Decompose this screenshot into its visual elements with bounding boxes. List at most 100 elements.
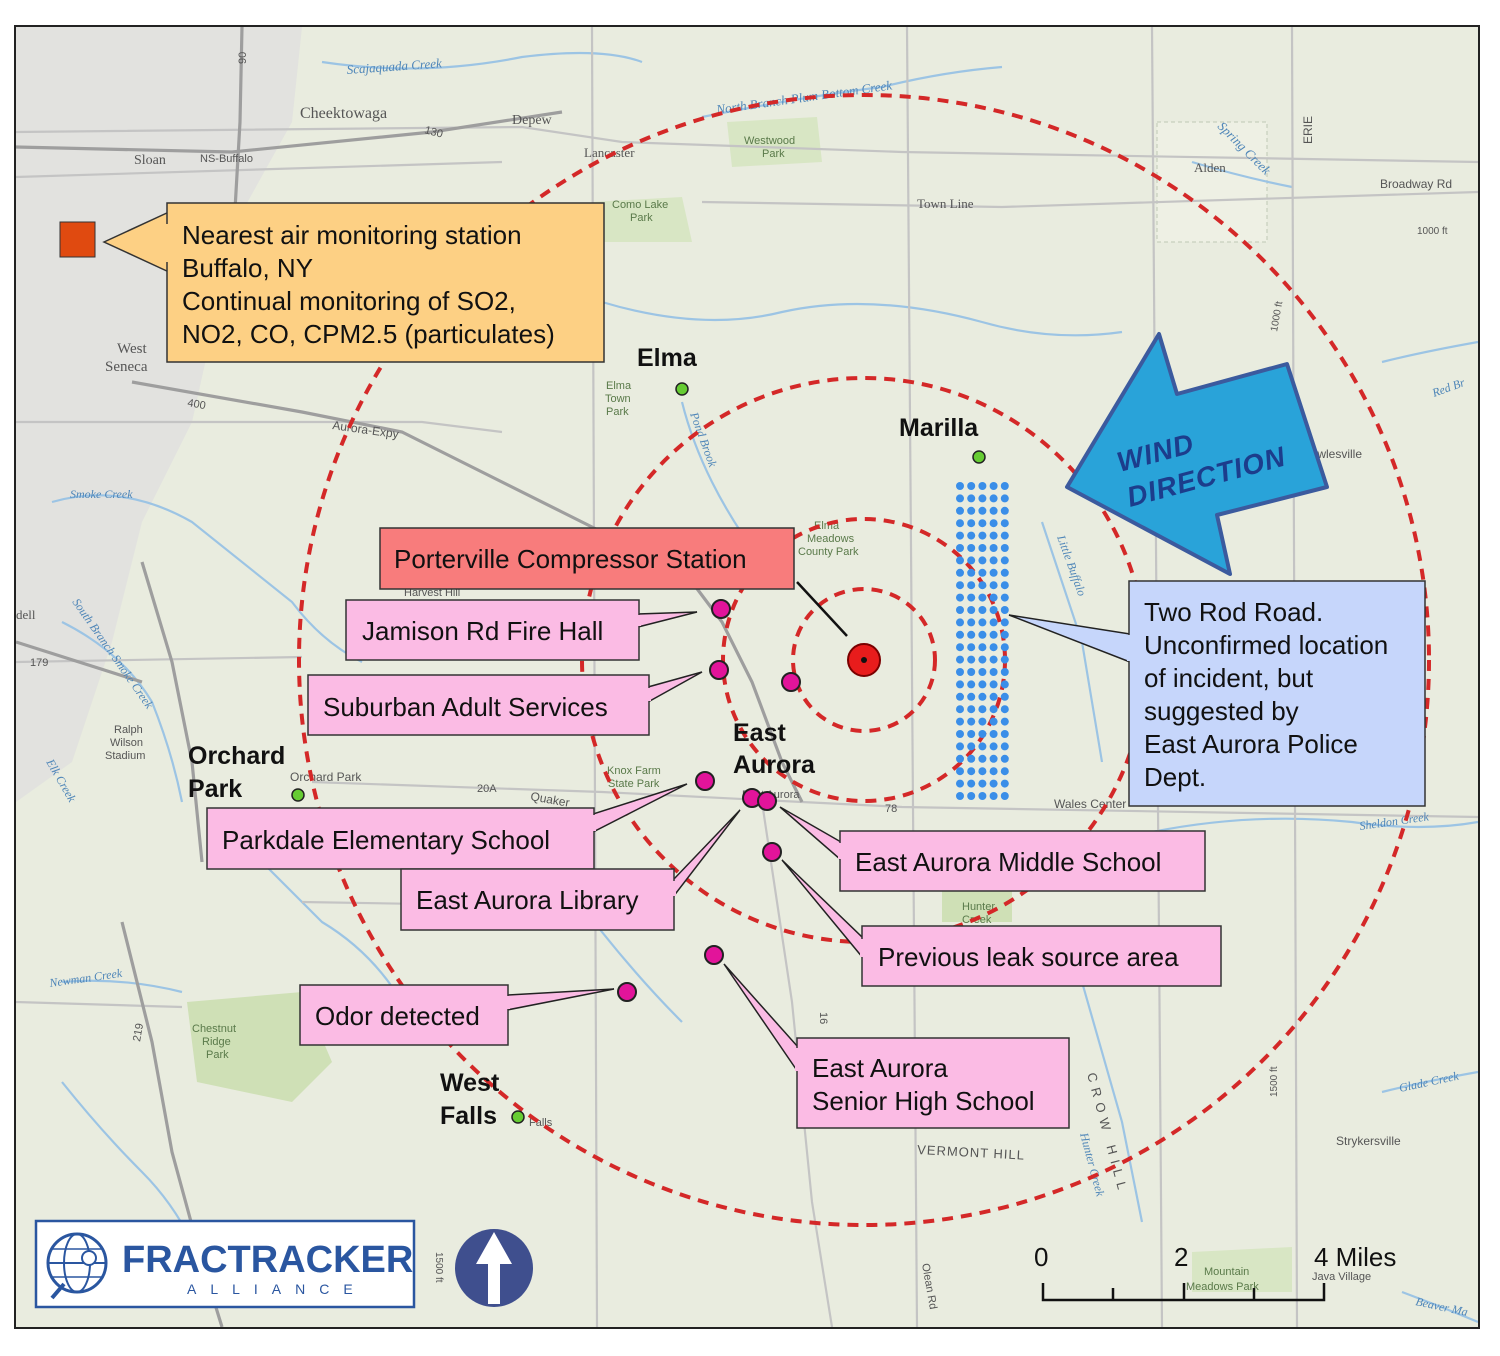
air-station-callout: Nearest air monitoring station Buffalo, … xyxy=(102,202,605,363)
two-rod-dot xyxy=(989,482,998,490)
label-scajaquada: Scajaquada Creek xyxy=(346,55,442,77)
two-rod-dot xyxy=(978,606,987,614)
marker-leak-source[interactable] xyxy=(762,842,782,862)
two-rod-dot xyxy=(1000,581,1009,590)
two-rod-dot xyxy=(978,568,987,577)
label-mountain: Mountain xyxy=(1204,1266,1249,1278)
town-elma: Elma xyxy=(637,344,698,372)
label-westwood: Westwood xyxy=(744,135,795,147)
marker-middle-school[interactable] xyxy=(757,791,777,811)
two-rod-line6: Dept. xyxy=(1144,762,1206,792)
two-rod-dot xyxy=(1000,655,1009,664)
label-town-line: Town Line xyxy=(917,196,974,211)
mountain-meadows-area xyxy=(1192,1247,1292,1292)
two-rod-dot xyxy=(989,630,998,639)
two-rod-dot xyxy=(989,531,998,540)
town-orchard: Orchard xyxy=(188,742,285,770)
two-rod-dot xyxy=(956,556,964,565)
two-rod-dot xyxy=(967,618,976,627)
two-rod-dot xyxy=(967,730,976,738)
two-rod-dot xyxy=(967,506,976,515)
town-labels: Elma Marilla Orchard Park East Aurora We… xyxy=(188,344,979,1130)
marker-fire-hall[interactable] xyxy=(711,599,731,619)
fractracker-logo[interactable]: FRACTRACKER ALLIANCE xyxy=(34,1219,416,1309)
air-callout-line4: NO2, CO, CPM2.5 (particulates) xyxy=(182,319,555,349)
label-ridge: Ridge xyxy=(202,1036,231,1048)
two-rod-dot xyxy=(1000,593,1009,602)
label-alden: Alden xyxy=(1194,160,1226,175)
compressor-station-marker[interactable] xyxy=(847,643,881,677)
scale-tick-2: 2 xyxy=(1174,1242,1188,1272)
marker-senior-high[interactable] xyxy=(704,945,724,965)
two-rod-dot xyxy=(956,581,964,590)
two-rod-dot xyxy=(967,581,976,590)
two-rod-dot xyxy=(1000,630,1009,639)
two-rod-dot xyxy=(989,568,998,577)
label-westwood-park: Park xyxy=(762,148,785,160)
fire-hall-callout: Jamison Rd Fire Hall xyxy=(345,599,698,661)
suburban-callout: Suburban Adult Services xyxy=(307,671,703,736)
two-rod-dot xyxy=(1000,618,1009,627)
label-como-lake: Como Lake xyxy=(612,199,668,211)
north-arrow-icon xyxy=(455,1229,533,1307)
two-rod-dot xyxy=(978,717,987,726)
two-rod-dot xyxy=(956,717,964,726)
two-rod-dot xyxy=(1000,754,1009,763)
two-rod-dot xyxy=(956,482,964,490)
two-rod-dot xyxy=(978,779,987,788)
marker-odor-detected[interactable] xyxy=(617,982,637,1002)
two-rod-dot xyxy=(1000,568,1009,577)
two-rod-dot xyxy=(978,792,987,800)
two-rod-dot xyxy=(978,680,987,689)
label-elma-park-1: Elma xyxy=(606,380,632,392)
two-rod-dot xyxy=(956,593,964,602)
como-lake-park-area xyxy=(592,197,692,242)
middle-school-label: East Aurora Middle School xyxy=(855,847,1161,877)
label-harvest-hill: Harvest Hill xyxy=(404,587,460,599)
label-rt400: 400 xyxy=(186,397,206,412)
two-rod-dot xyxy=(1000,606,1009,614)
marker-school-near-compressor[interactable] xyxy=(781,672,801,692)
two-rod-dot xyxy=(978,630,987,639)
marker-marilla[interactable] xyxy=(972,450,986,464)
two-rod-dot xyxy=(978,593,987,602)
two-rod-dot xyxy=(978,556,987,565)
air-monitoring-station-marker[interactable] xyxy=(59,221,96,258)
wind-direction-arrow: WIND DIRECTION xyxy=(1065,332,1329,576)
two-rod-dot xyxy=(967,494,976,503)
senior-high-label-2: Senior High School xyxy=(812,1086,1035,1116)
marker-west-falls[interactable] xyxy=(511,1110,525,1124)
chestnut-ridge-park-area xyxy=(187,992,332,1102)
two-rod-dot xyxy=(989,593,998,602)
map-canvas: Scajaquada Creek North Branch Plum Botto… xyxy=(16,27,1478,1327)
two-rod-dot xyxy=(967,482,976,490)
two-rod-dot xyxy=(967,754,976,763)
label-wales-center: Wales Center xyxy=(1054,797,1126,811)
leak-source-label: Previous leak source area xyxy=(878,942,1179,972)
two-rod-dot xyxy=(956,767,964,776)
two-rod-dot xyxy=(967,531,976,540)
two-rod-dot xyxy=(978,544,987,552)
two-rod-dot xyxy=(989,730,998,738)
two-rod-dot xyxy=(978,742,987,751)
middle-school-callout: East Aurora Middle School xyxy=(779,806,1206,892)
two-rod-line4: suggested by xyxy=(1144,696,1299,726)
marker-elma[interactable] xyxy=(675,382,689,396)
two-rod-dot xyxy=(956,668,964,676)
marker-orchard-park[interactable] xyxy=(291,788,305,802)
label-elma-meadows-3: County Park xyxy=(798,546,859,558)
label-hunter-sm-1: Hunter xyxy=(962,901,995,913)
two-rod-dot xyxy=(967,593,976,602)
two-rod-dot xyxy=(989,519,998,528)
marker-parkdale[interactable] xyxy=(695,771,715,791)
town-east: East xyxy=(733,719,786,747)
two-rod-dot xyxy=(1000,730,1009,738)
marker-suburban-adult-services[interactable] xyxy=(709,660,729,680)
label-dell: dell xyxy=(16,607,36,622)
two-rod-dot xyxy=(1000,556,1009,565)
two-rod-dot xyxy=(1000,643,1009,652)
two-rod-dot xyxy=(978,494,987,503)
two-rod-dot xyxy=(978,668,987,676)
two-rod-dot xyxy=(978,754,987,763)
two-rod-dot xyxy=(978,705,987,714)
